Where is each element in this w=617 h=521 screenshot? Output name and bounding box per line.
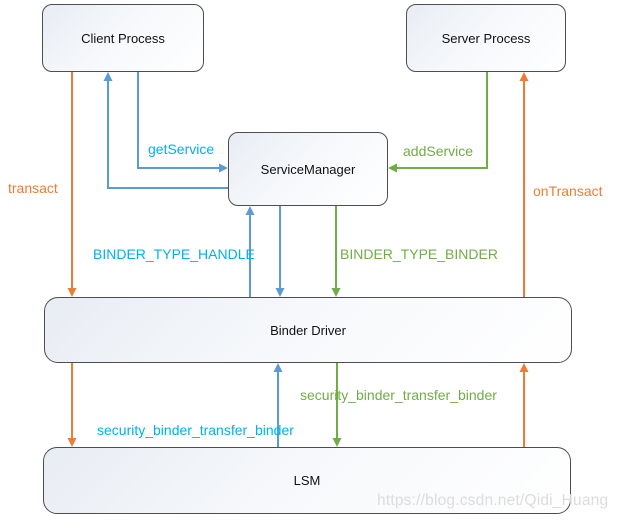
node-client-process-label: Client Process — [81, 30, 165, 46]
node-client-process: Client Process — [42, 4, 204, 72]
edge-label-transact: transact — [8, 180, 58, 196]
edge-label-security-binder-transfer-binder-blue: security_binder_transfer_binder — [97, 422, 294, 438]
arrowhead-sm-to-binder-green — [331, 288, 341, 297]
arrowhead-lsm-to-binder-right — [519, 363, 529, 372]
node-binder-driver-label: Binder Driver — [270, 322, 346, 338]
edge-label-binder-type-handle: BINDER_TYPE_HANDLE — [93, 246, 255, 262]
arrowhead-sec-lsm-to-binder-blue — [273, 363, 283, 372]
arrowhead-sm-to-binder-blue — [275, 288, 285, 297]
edge-label-binder-type-binder: BINDER_TYPE_BINDER — [340, 246, 498, 262]
arrowhead-addservice-server-to-sm — [388, 163, 397, 173]
node-lsm-label: LSM — [293, 473, 321, 488]
arrowhead-ontransact-binder-to-server — [519, 72, 529, 81]
node-server-process-label: Server Process — [441, 30, 531, 46]
edge-label-addservice: addService — [403, 143, 474, 159]
edge-sm-return-to-client — [107, 81, 228, 189]
arrowhead-sm-return-to-client — [103, 72, 113, 81]
node-lsm: LSM — [43, 447, 571, 514]
node-service-manager-label: ServiceManager — [260, 161, 356, 177]
edge-getservice-client-to-sm — [137, 72, 219, 169]
edge-label-security-binder-transfer-binder-green: security_binder_transfer_binder — [300, 387, 497, 403]
edge-label-ontransact: onTransact — [533, 183, 603, 199]
node-binder-driver: Binder Driver — [44, 297, 572, 363]
node-service-manager: ServiceManager — [228, 132, 388, 206]
arrowhead-handle-binder-to-sm — [245, 206, 255, 215]
node-server-process: Server Process — [406, 4, 566, 72]
arrowhead-binder-to-lsm-left — [67, 438, 77, 447]
arrowhead-transact-client-to-binder — [67, 288, 77, 297]
arrowhead-getservice-client-to-sm — [219, 163, 228, 173]
csdn-watermark: https://blog.csdn.net/Qidi_Huang — [377, 492, 609, 509]
edge-addservice-server-to-sm — [397, 72, 488, 169]
edge-label-getservice: getService — [148, 141, 215, 157]
arrowhead-sec-binder-to-lsm-green — [332, 438, 342, 447]
